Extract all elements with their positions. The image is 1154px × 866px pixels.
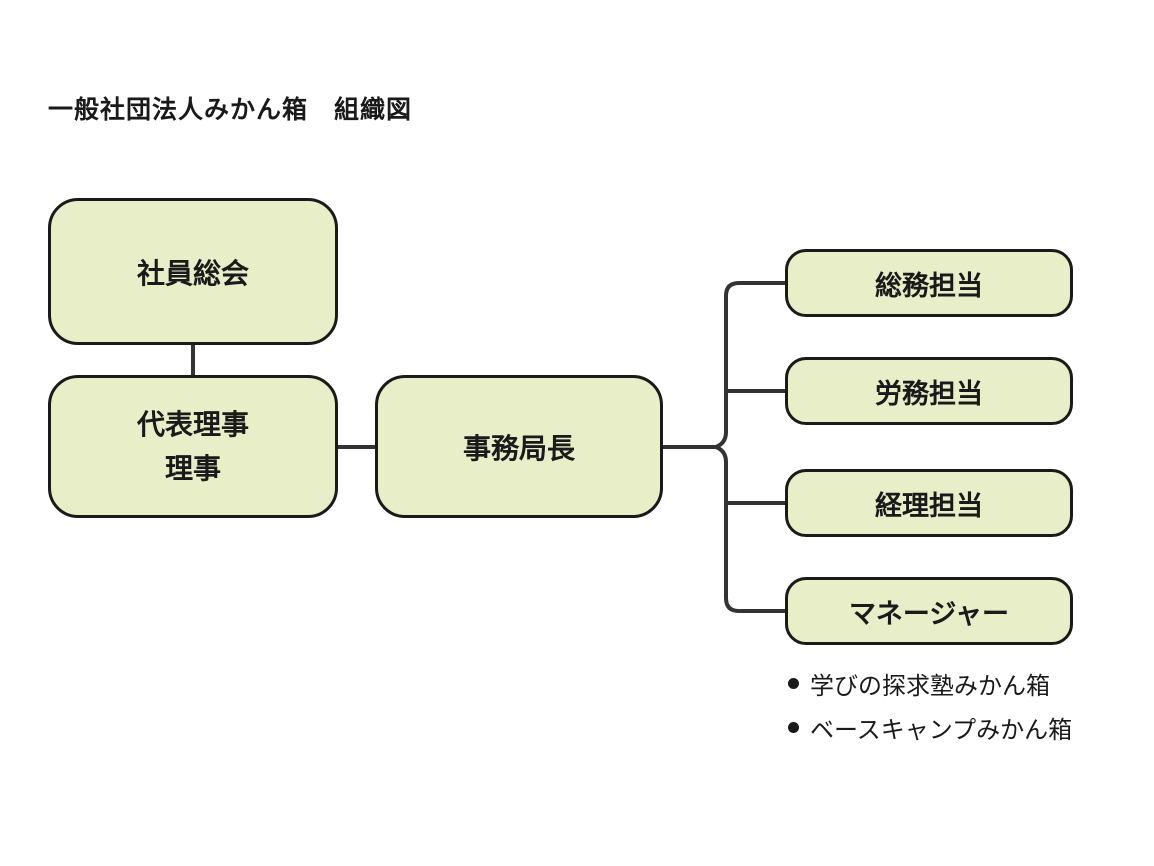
node-general-meeting: 社員総会 [48, 198, 338, 345]
node-general-meeting-label: 社員総会 [136, 257, 249, 289]
node-labor: 労務担当 [785, 357, 1073, 425]
node-manager-label: マネージャー [848, 598, 1010, 629]
bullet-icon [788, 678, 799, 689]
note-text: ベースキャンプみかん箱 [810, 717, 1073, 744]
node-secretary-general-label: 事務局長 [462, 432, 575, 464]
node-accounting: 経理担当 [785, 469, 1073, 537]
node-manager: マネージャー [785, 577, 1073, 645]
node-directors-label: 代表理事 理事 [137, 403, 249, 490]
node-directors: 代表理事 理事 [48, 375, 338, 518]
node-secretary-general: 事務局長 [375, 375, 663, 518]
list-item: 学びの探求塾みかん箱 [788, 666, 1072, 701]
page-title: 一般社団法人みかん箱 組織図 [48, 96, 413, 124]
connector-trunk-upper [715, 281, 786, 449]
manager-note-list: 学びの探求塾みかん箱 ベースキャンプみかん箱 [788, 666, 1072, 754]
list-item: ベースキャンプみかん箱 [788, 710, 1072, 745]
node-labor-label: 労務担当 [875, 378, 983, 409]
node-directors-line2: 理事 [164, 452, 221, 484]
node-general-affairs: 総務担当 [785, 249, 1073, 317]
node-accounting-label: 経理担当 [875, 490, 983, 521]
bullet-icon [788, 722, 799, 733]
node-general-affairs-label: 総務担当 [875, 270, 983, 301]
note-text: 学びの探求塾みかん箱 [810, 673, 1050, 700]
connector-trunk-lower [715, 445, 786, 613]
node-directors-line1: 代表理事 [136, 409, 249, 441]
